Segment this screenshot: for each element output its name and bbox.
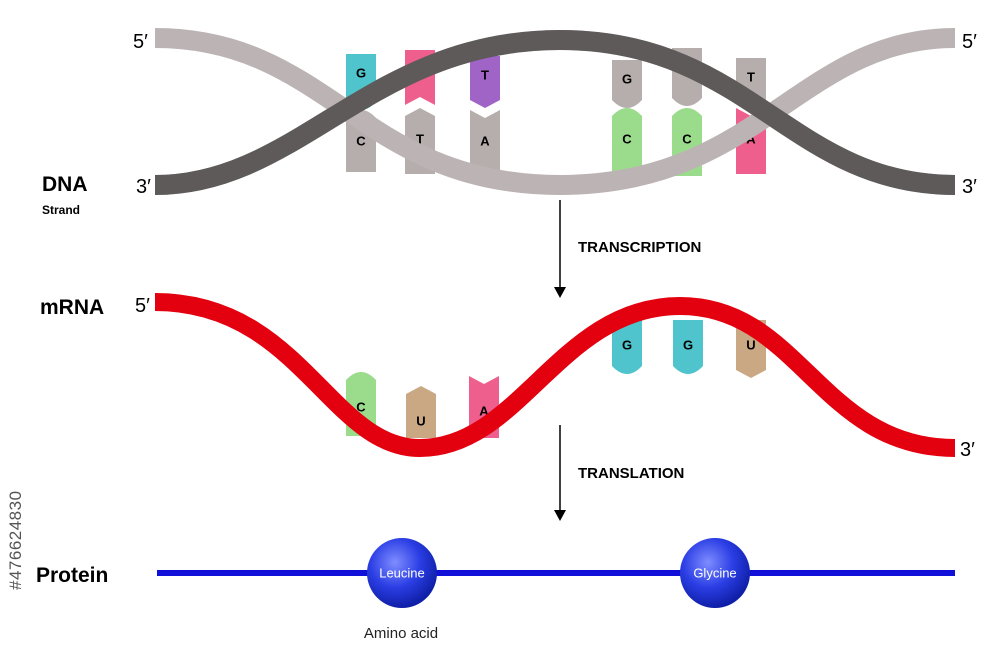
dna-top-base [470,56,500,108]
dna-bottom-base-letter: A [746,131,756,146]
amino-acid-caption: Amino acid [364,625,438,642]
mrna-five-prime: 5′ [135,295,150,317]
mrna-base [612,320,642,374]
dna-label: DNA [42,173,88,196]
dna-bottom-base-letter: C [356,133,366,148]
amino-acid-label: Glycine [693,565,736,580]
mrna-base-letter: G [622,337,632,352]
dna-top-base-letter: T [481,67,489,82]
mrna-strand [154,293,956,458]
mrna-base [406,386,436,438]
dna-bottom-base-letter: T [416,131,424,146]
mrna-base-letter: U [746,337,755,352]
mrna-base-letter: C [356,399,366,414]
dna-bottom-base [470,110,500,172]
transcription-arrow-head [554,287,566,298]
transcription-label: TRANSCRIPTION [578,239,701,256]
mrna-label: mRNA [40,296,104,319]
dna-top-base-letter: G [622,71,632,86]
dna-dark-strand-visible [154,29,956,195]
dna-bottom-right-three-prime: 3′ [962,176,977,198]
dna-bottom-base [612,108,642,174]
amino-acid-sphere [680,538,750,608]
dna-top-right-five-prime: 5′ [962,31,977,53]
dna-top-base-letter: T [747,69,755,84]
dna-top-base [612,60,642,108]
dna-top-base-letter: G [356,65,366,80]
mrna-three-prime: 3′ [960,439,975,461]
dna-light-strand [154,28,956,196]
dna-strand-sublabel: Strand [42,203,80,217]
translation-label: TRANSLATION [578,465,684,482]
dna-bottom-base-letter: C [682,131,692,146]
dna-bottom-base-letter: C [622,131,632,146]
dna-bottom-left-three-prime: 3′ [136,176,151,198]
mrna-base-letter: U [416,413,425,428]
mrna-bases: C U A G G U [346,320,766,438]
amino-acid-sphere [367,538,437,608]
amino-acid-label: Leucine [379,565,425,580]
stock-image-id: #476624830 [6,490,25,590]
dna-bottom-base-letter: A [480,133,490,148]
translation-arrow-head [554,510,566,521]
mrna-base-letter: G [683,337,693,352]
protein-label: Protein [36,564,108,587]
mrna-base-letter: A [479,403,489,418]
dna-top-left-five-prime: 5′ [133,31,148,53]
amino-acid-glycine: Glycine [680,538,750,608]
amino-acid-leucine: Leucine [367,538,437,608]
mrna-base [673,320,703,374]
